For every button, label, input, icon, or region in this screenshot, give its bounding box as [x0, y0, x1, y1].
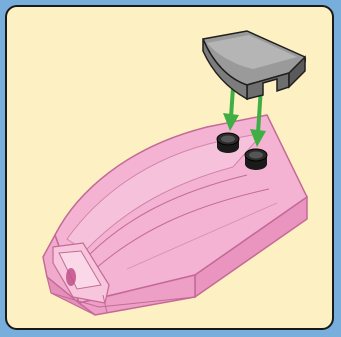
pink-wedge-brick [43, 115, 307, 315]
dark-gray-curved-tile [203, 31, 305, 99]
assembly-illustration [7, 7, 332, 328]
instruction-step-panel [5, 5, 334, 330]
